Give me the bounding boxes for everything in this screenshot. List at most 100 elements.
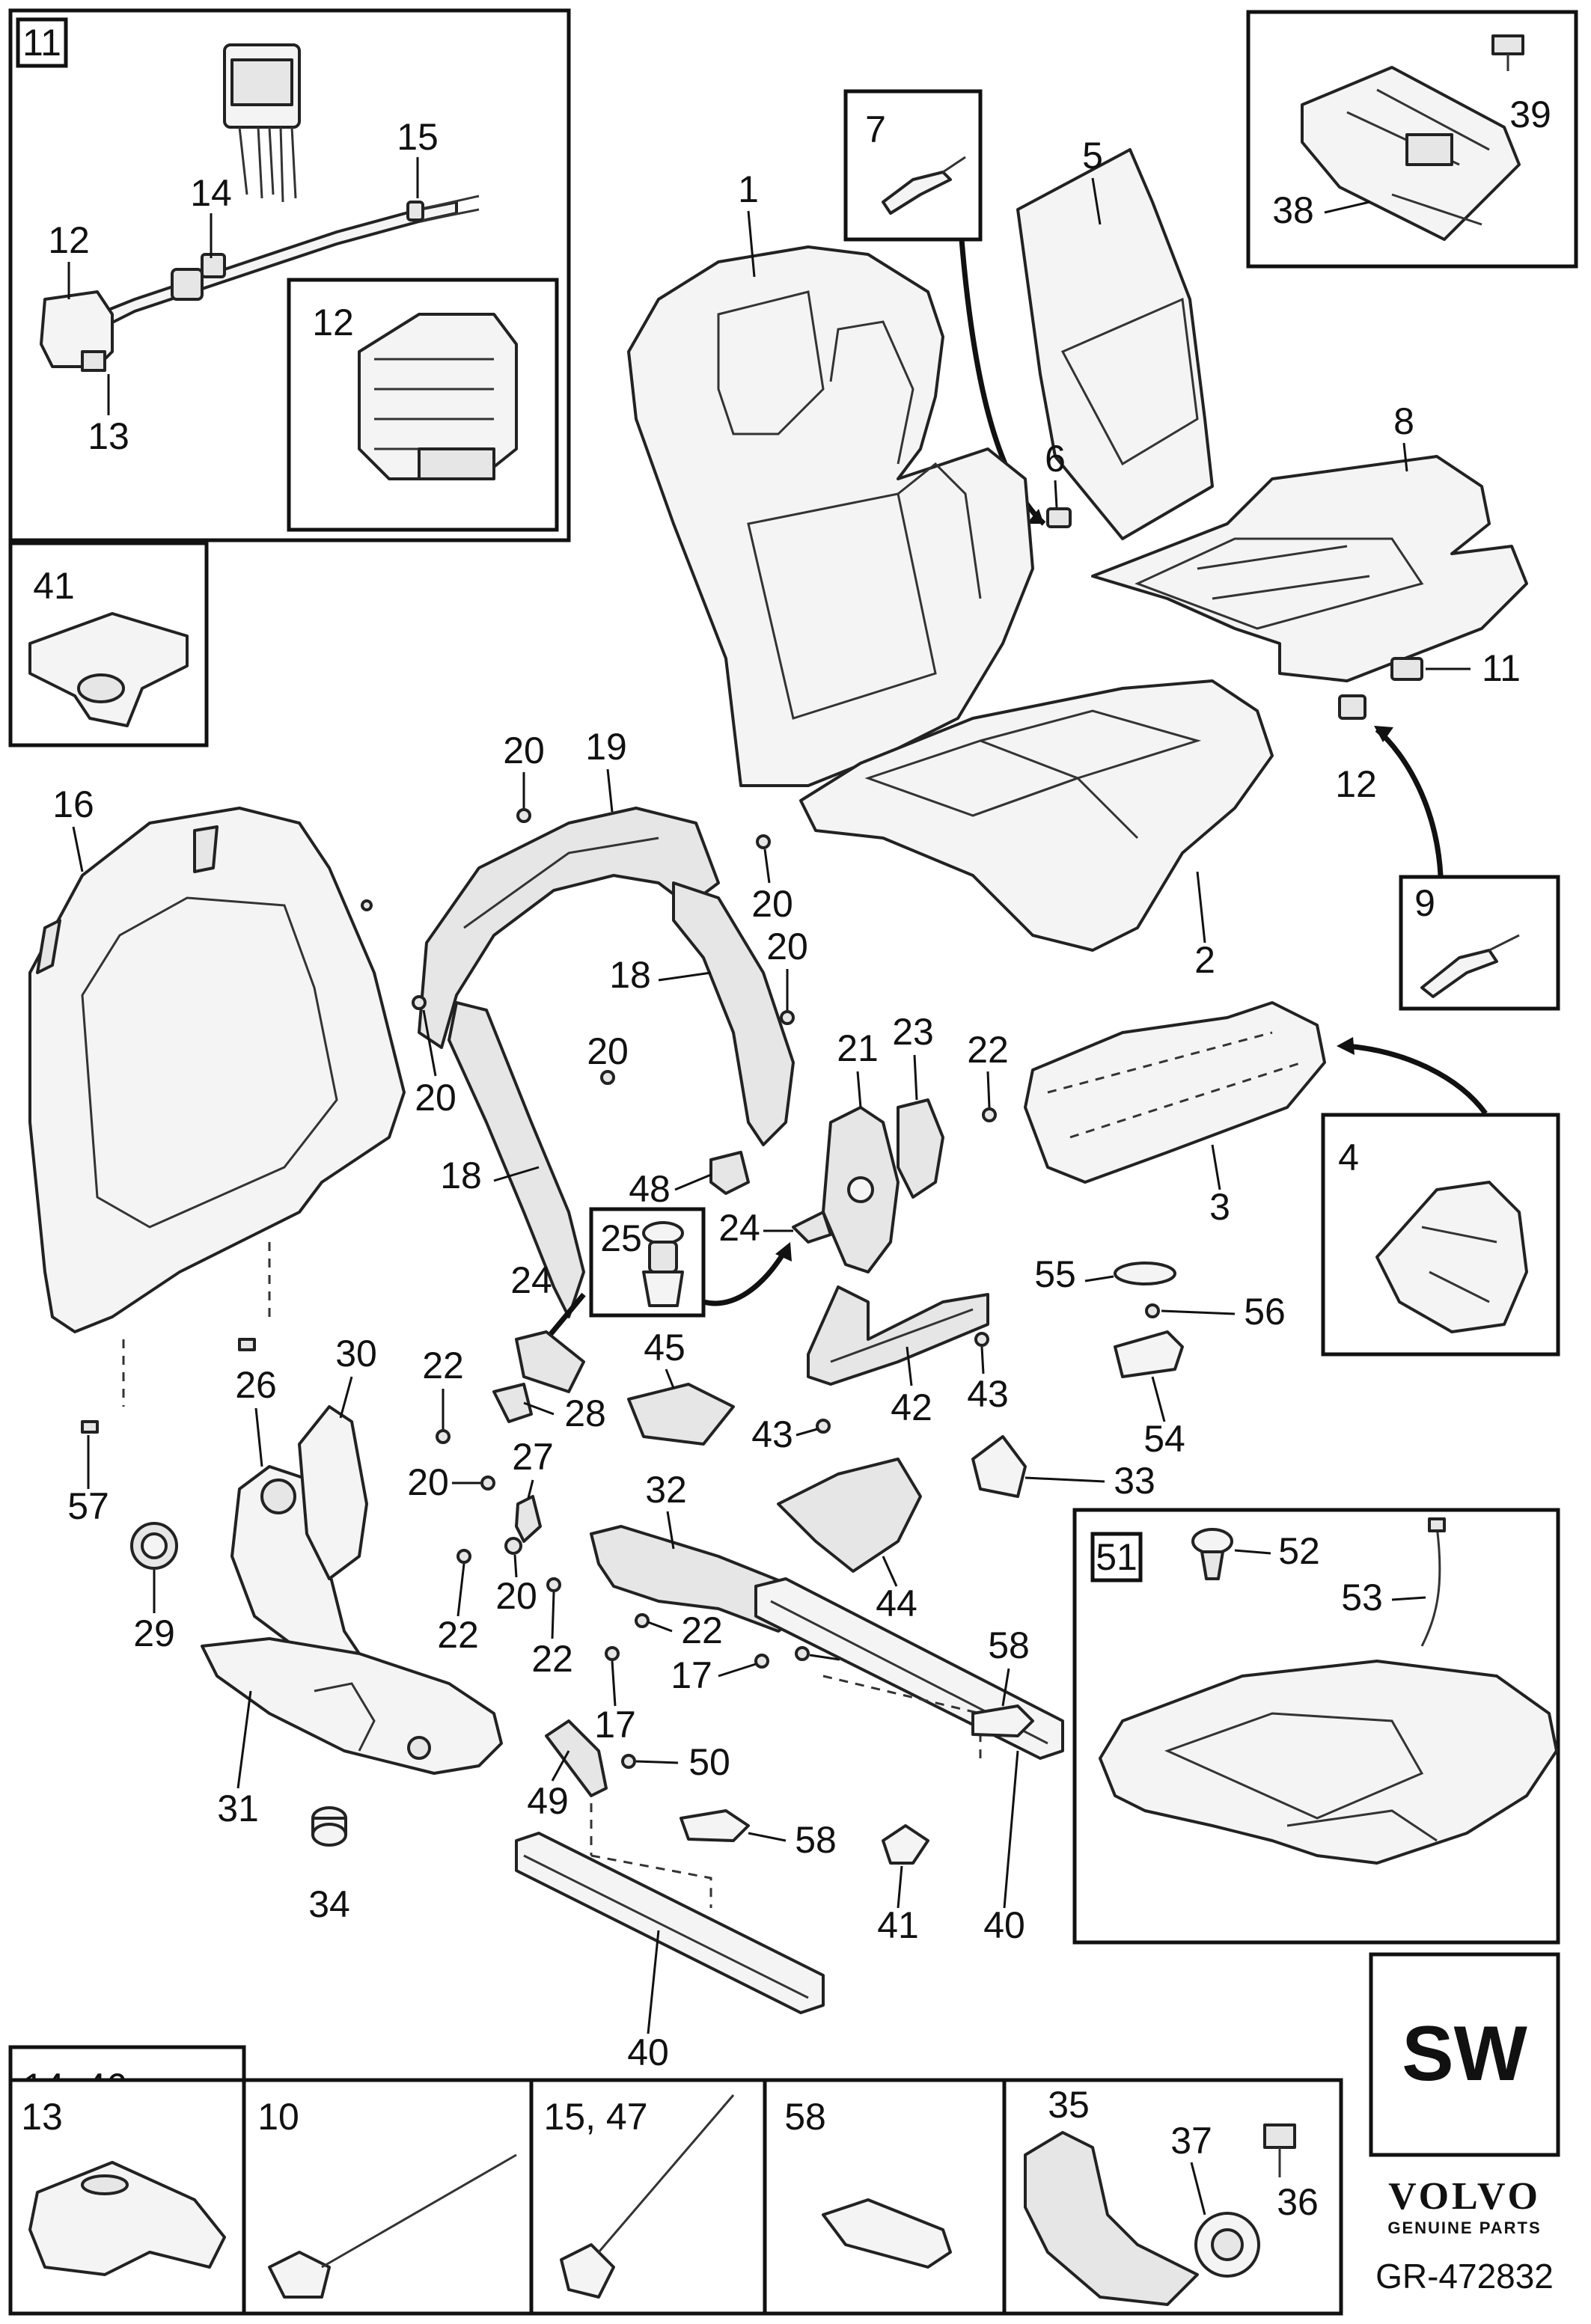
callout-54: 54 [1143,1418,1185,1460]
callout-18-right: 18 [609,954,651,996]
callout-14: 14 [190,172,232,214]
inset-box-tie-10: 10 [242,2078,534,2316]
arrowhead [775,1242,792,1262]
callout-17: 17 [671,1654,712,1696]
callout-8: 8 [1393,400,1414,442]
side-bolster-3 [1024,1001,1326,1184]
screw-22 [982,1107,997,1122]
screw-22 [436,1429,451,1444]
arrow-25 [703,1248,789,1306]
connector-12 [1338,694,1366,720]
bracket-49 [545,1719,608,1797]
screw-56 [1145,1303,1160,1318]
callout-6: 6 [1045,438,1066,480]
callout-50: 50 [688,1741,730,1783]
callout-22: 22 [422,1345,464,1386]
wiring-harness [40,195,480,372]
bracket-27 [515,1495,542,1543]
brand-subtitle: GENUINE PARTS [1387,2218,1541,2237]
inset-box-cap-58: 58 [763,2078,1007,2316]
inset-box-control-module: 39 38 [1246,10,1578,269]
screw-50 [621,1754,636,1769]
inset-number: 10 [257,2096,299,2138]
screw-20 [480,1476,495,1490]
screw-22 [546,1577,561,1592]
seat-rail-40-front [515,1832,825,2014]
callout-4: 4 [1338,1137,1359,1178]
callout-41: 41 [877,1904,919,1946]
callout-11: 11 [1482,647,1521,689]
callout-56: 56 [1244,1291,1286,1333]
callout-44: 44 [876,1583,917,1624]
callout-26: 26 [235,1364,277,1406]
callout-16: 16 [52,783,94,825]
screw-17 [754,1654,769,1669]
bracket-23 [897,1098,944,1199]
control-module-38 [1301,66,1521,241]
screw-22 [456,1549,471,1564]
callout-22: 22 [531,1638,573,1680]
inset-number: 13 [21,2096,63,2138]
callout-33: 33 [1114,1460,1155,1502]
frame-side-18-right [672,881,795,1146]
callout-39: 39 [1509,94,1551,135]
callout-55: 55 [1034,1253,1076,1295]
inset-box-tie-15-47: 15, 47 [529,2078,767,2316]
callout-19: 19 [585,726,627,768]
callout-43: 43 [967,1373,1009,1415]
arrowhead [1337,1037,1355,1055]
callout-40: 40 [983,1904,1025,1946]
callout-24-lower: 24 [510,1259,552,1301]
callout-58: 58 [988,1624,1030,1666]
callout-21: 21 [837,1027,879,1069]
dashed-guide [822,1675,982,1758]
callout-32: 32 [645,1469,687,1511]
backrest-cover-1 [627,245,1034,787]
screw-43 [795,1646,810,1661]
connector-11 [1390,657,1423,681]
bracket-24-lower [515,1330,585,1393]
plug-34 [311,1806,347,1847]
cap-58 [971,1704,1034,1737]
bracket-45 [627,1383,735,1446]
callout-15: 15 [397,116,439,158]
clip-48 [709,1151,750,1195]
inset-number: 51 [1096,1536,1137,1578]
inset-box-mechanism-35: 35 37 36 [1002,2078,1343,2316]
callout-37: 37 [1170,2120,1212,2162]
callout-13: 13 [88,415,129,457]
clip-52 [1191,1528,1233,1580]
inset-number: 15, 47 [543,2096,647,2138]
frame-side-18-left [448,1001,585,1318]
bracket-24 [792,1211,832,1244]
callout-31: 31 [217,1788,259,1829]
side-panel-31 [201,1637,503,1775]
callout-29: 29 [133,1612,175,1654]
cover-54 [1114,1330,1184,1378]
bracket-28 [492,1383,533,1423]
seat-bracket-32 [590,1525,802,1633]
callout-20: 20 [587,1030,629,1072]
connector-6 [1046,507,1072,528]
callout-20: 20 [495,1575,537,1617]
callout-23: 23 [892,1011,934,1053]
drawing-number: GR-472832 [1375,2257,1554,2296]
backrest-panel-16 [28,807,406,1333]
screw-39 [1491,34,1524,71]
callout-3: 3 [1209,1186,1230,1228]
callout-42: 42 [891,1386,932,1428]
callout-30: 30 [335,1333,377,1374]
inset-box-cushion-51: 51 52 53 [1072,1508,1560,1945]
strap-53-end [1428,1517,1446,1532]
callout-43: 43 [751,1413,793,1455]
screw-17 [605,1646,620,1661]
bracket-44 [777,1458,922,1573]
recliner-bracket-21 [822,1106,900,1273]
callout-22: 22 [437,1614,479,1656]
inset-box-connector-9: 9 [1399,875,1560,1011]
callout-22: 22 [967,1029,1009,1071]
callout-53: 53 [1341,1577,1383,1618]
callout-22: 22 [681,1609,723,1651]
inset-box-fastener-25: 25 [589,1207,706,1318]
